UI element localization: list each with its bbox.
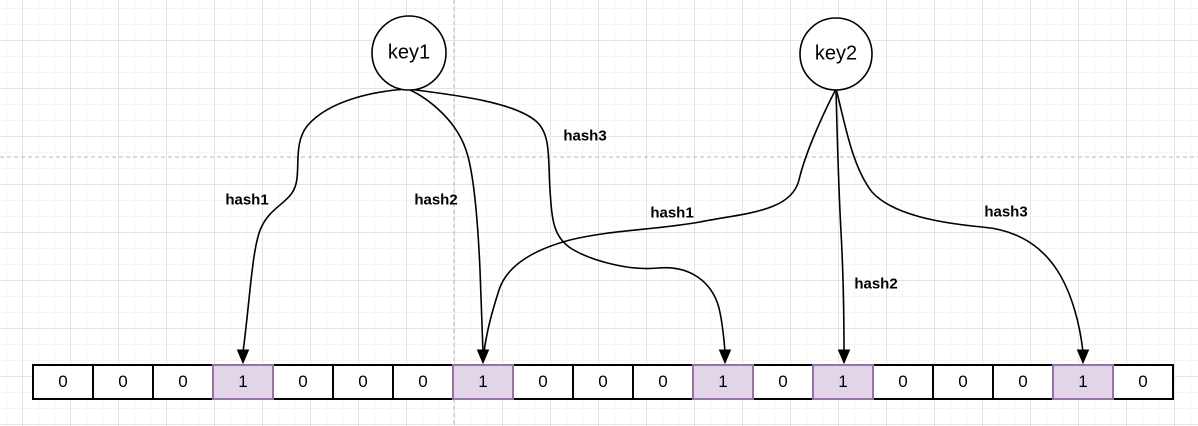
node-key1-label[interactable]: key1 [387,41,431,64]
bit-cell-9[interactable]: 0 [572,364,634,400]
bit-cell-0[interactable]: 0 [32,364,94,400]
edge-key1-hash2[interactable] [407,88,484,353]
edge-label-key2-hash3[interactable]: hash3 [984,203,1028,221]
bit-cell-3[interactable]: 1 [212,364,274,400]
edge-key2-hash2[interactable] [835,88,845,353]
arrowhead-bit-7 [476,349,490,365]
arrowhead-bit-13 [837,349,851,365]
bit-cell-13[interactable]: 1 [812,364,874,400]
bit-cell-6[interactable]: 0 [392,364,454,400]
edge-label-key1-hash3[interactable]: hash3 [563,127,607,145]
bit-cell-5[interactable]: 0 [332,364,394,400]
bit-cell-4[interactable]: 0 [272,364,334,400]
edge-label-key1-hash2[interactable]: hash2 [414,191,458,209]
arrowhead-bit-17 [1076,349,1090,365]
edge-key2-hash1[interactable] [483,88,837,353]
bit-cell-17[interactable]: 1 [1052,364,1114,400]
bit-cell-10[interactable]: 0 [632,364,694,400]
node-key2-label[interactable]: key2 [814,42,858,65]
edge-key1-hash1[interactable] [242,88,409,353]
arrowhead-bit-11 [718,349,732,365]
edge-label-key2-hash1[interactable]: hash1 [650,204,694,222]
bit-cell-2[interactable]: 0 [152,364,214,400]
node-key1[interactable] [371,15,447,91]
edge-key2-hash3[interactable] [835,88,1084,353]
bit-cell-16[interactable]: 0 [992,364,1054,400]
edge-label-key2-hash2[interactable]: hash2 [854,275,898,293]
bit-cell-12[interactable]: 0 [752,364,814,400]
bit-cell-1[interactable]: 0 [92,364,154,400]
node-key2[interactable] [799,17,873,91]
bit-cell-11[interactable]: 1 [692,364,754,400]
bit-cell-8[interactable]: 0 [512,364,574,400]
bit-cell-7[interactable]: 1 [452,364,514,400]
bit-cell-14[interactable]: 0 [872,364,934,400]
bit-cell-15[interactable]: 0 [932,364,994,400]
edge-key1-hash3[interactable] [407,88,726,353]
bit-cell-18[interactable]: 0 [1112,364,1174,400]
arrowhead-bit-3 [236,349,250,365]
edge-label-key1-hash1[interactable]: hash1 [225,191,269,209]
